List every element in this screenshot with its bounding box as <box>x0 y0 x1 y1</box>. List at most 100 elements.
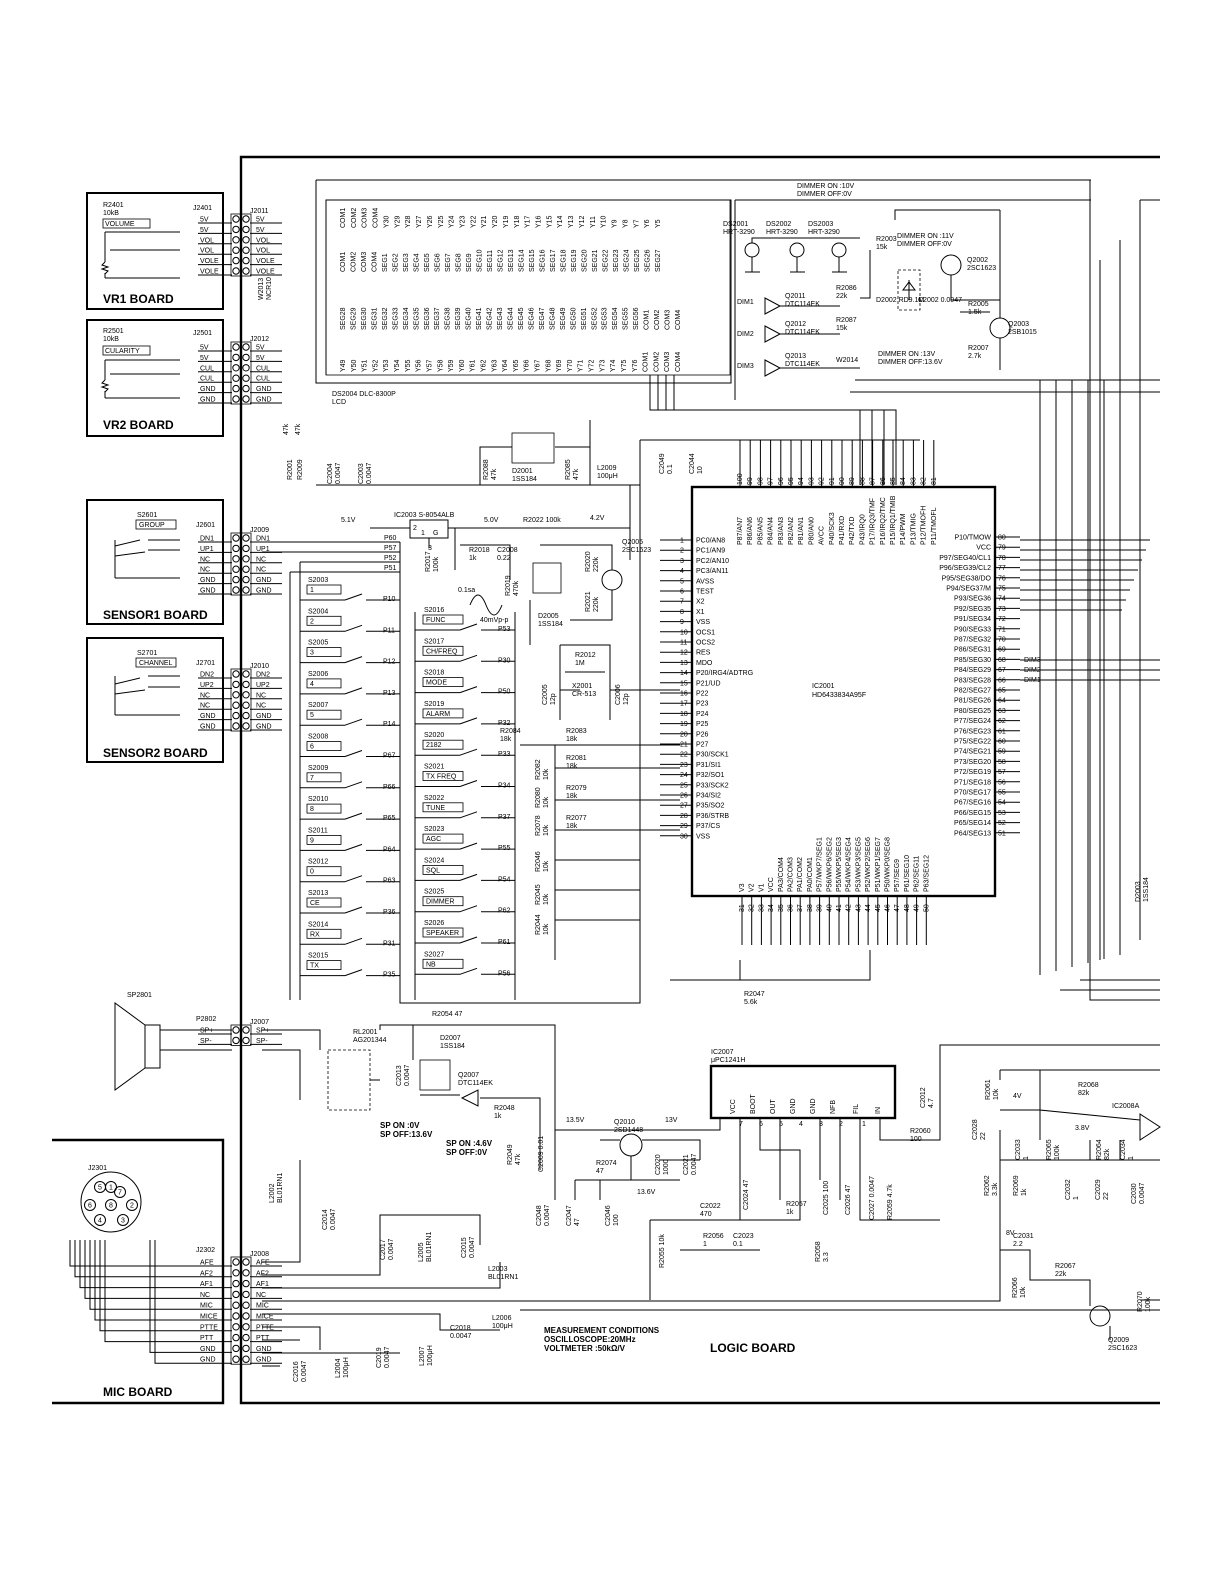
key-left-ref-8: S2011 <box>308 827 328 834</box>
lcd-bottom-20: Y69 <box>556 359 563 372</box>
r2085-ref: R2085 <box>565 459 572 480</box>
l2003-ref: L2003 <box>488 1266 508 1273</box>
q2009-ref: Q2009 <box>1108 1337 1129 1344</box>
measurement-notes: MEASUREMENT CONDITIONS OSCILLOSCOPE:20MH… <box>544 1326 796 1355</box>
dim2-bus: DIM2 <box>1024 667 1041 674</box>
lcd-mid2-12: SEG40 <box>466 307 473 330</box>
r2070-ref: R2070 <box>1137 1291 1144 1312</box>
mcu-right-num-0: 80 <box>998 535 1006 542</box>
l2007-val: 100μH <box>427 1345 434 1366</box>
dimmer-off-136: DIMMER OFF:13.6V <box>878 359 943 366</box>
lcd-mid2-3: SEG31 <box>371 307 378 330</box>
dimmer-on-13: DIMMER ON :13V <box>878 351 936 358</box>
mcu-right-num-15: 65 <box>998 688 1006 695</box>
key-left-label-11: RX <box>310 931 320 938</box>
mcu-bottom-sig-0: V3 <box>739 883 746 892</box>
ic2007-pin-label-2: OUT <box>770 1099 777 1115</box>
dim2-label: DIM2 <box>737 331 754 338</box>
mcu-left-num-18: 19 <box>680 721 688 728</box>
lcd-top_pins-5: Y29 <box>394 215 401 228</box>
ic2007-part: μPC1241H <box>711 1057 745 1064</box>
c2024-ref: C2024 47 <box>743 1180 750 1210</box>
key-switch-symbol <box>415 811 515 819</box>
q2002-part: 2SC1623 <box>967 265 996 272</box>
lcd-mid2-13: SEG41 <box>476 307 483 330</box>
port-p57: P57 <box>384 545 397 552</box>
mcu-bottom-sig-15: P50/WKP0/SEG8 <box>885 837 892 892</box>
j2009-pin <box>242 544 250 553</box>
lcd-bottom-13: Y62 <box>480 359 487 372</box>
r2067-val: 22k <box>1055 1271 1067 1278</box>
mic-pin-number-7: 7 <box>118 1190 122 1197</box>
q2009-icon <box>1089 1305 1111 1327</box>
dim3-bus: DIM3 <box>1024 657 1041 664</box>
mcu-left-num-14: 15 <box>680 680 688 687</box>
sensor1-switch: S2601 <box>137 512 157 519</box>
mcu-right-sig-16: P81/SEG26 <box>954 698 991 705</box>
ic2007-pin-num-5: 2 <box>839 1121 843 1128</box>
lcd-mid1-23: SEG20 <box>582 249 589 272</box>
mic-pin-6: PTTE <box>200 1324 218 1331</box>
mcu-left-sig-4: AVSS <box>696 578 714 585</box>
lcd-mid2-9: SEG37 <box>434 307 441 330</box>
mcu-right-num-11: 69 <box>998 647 1006 654</box>
q2013-ref: Q2013 <box>785 353 806 360</box>
q2012-part: DTC114EK <box>785 329 820 336</box>
j2008-mate-pin <box>232 1333 240 1342</box>
q2003-ref: Q2003 <box>1008 321 1029 328</box>
c2018-val: 0.0047 <box>450 1333 472 1340</box>
lcd-mid1-2: COM3 <box>361 252 368 272</box>
mcu-left-sig-17: P24 <box>696 711 709 718</box>
ladder-ref-9: R2045 <box>535 884 542 905</box>
vr1-pin-3: VOL <box>200 248 214 255</box>
lcd-mid2-19: SEG47 <box>539 307 546 330</box>
note-oscilloscope: OSCILLOSCOPE:20MHz <box>544 1335 636 1344</box>
r2022-ref: R2022 100k <box>523 517 561 524</box>
key-right-label-box <box>422 614 464 625</box>
q2005-icon <box>601 569 623 591</box>
lcd-bottom-12: Y61 <box>470 359 477 372</box>
mcu-left-num-25: 26 <box>680 793 688 800</box>
mcu-bottom-sig-18: P62/SEG11 <box>914 855 921 892</box>
key-right-label-6: TUNE <box>426 805 445 812</box>
c2018-ref: C2018 <box>450 1325 471 1332</box>
key-left-label-5: 6 <box>310 744 314 751</box>
mcu-top-sig-7: P80/AN0 <box>808 517 815 545</box>
j2010-mate-pin <box>232 711 240 720</box>
j2012-pin <box>242 343 250 351</box>
dimmer-off-0a: DIMMER OFF:0V <box>797 191 852 198</box>
ladder-ref-3: R2081 <box>566 755 587 762</box>
mcu-right-num-19: 61 <box>998 728 1006 735</box>
lcd-mid1-10: SEG7 <box>445 253 452 272</box>
d2005-part: 1SS184 <box>538 621 563 628</box>
key-left-ref-6: S2009 <box>308 765 328 772</box>
sensor2-board: S2701 CHANNEL J2701 SENSOR2 BOARD <box>86 637 224 763</box>
sensor2-switch: S2701 <box>137 650 157 657</box>
c2021-val: 0.0047 <box>691 1153 698 1175</box>
mcu-left-num-22: 23 <box>680 762 688 769</box>
key-left-label-box <box>306 897 342 908</box>
l2006-val: 100μH <box>492 1323 513 1330</box>
key-switch-symbol <box>415 967 515 975</box>
j2011-mate-pin <box>232 225 240 234</box>
r2062-val: 3.3k <box>992 1182 999 1196</box>
lcd-top_pins-24: Y10 <box>601 215 608 228</box>
lcd-top_pins-3: COM4 <box>373 208 380 228</box>
lcd-top_pins-15: Y19 <box>503 215 510 228</box>
lcd-mid2-17: SEG45 <box>518 307 525 330</box>
mic-pin-5 <box>94 1181 106 1193</box>
q2007-part: DTC114EK <box>458 1080 493 1087</box>
lcd-bottom-28: COM1 <box>643 352 650 372</box>
key-left-ref-7: S2010 <box>308 796 328 803</box>
j2009-label-5: GND <box>256 588 272 595</box>
mcu-right-sig-25: P70/SEG17 <box>954 790 991 797</box>
vr2-jack: J2501 <box>193 330 212 337</box>
mcu-left-sig-28: P37/CS <box>696 823 720 830</box>
c2005-ref: C2005 <box>542 684 549 705</box>
speaker-wires <box>160 1029 232 1051</box>
r2020-val: 220k <box>593 556 600 572</box>
mcu-left-sig-13: P20/IRG4/ADTRG <box>696 670 753 677</box>
